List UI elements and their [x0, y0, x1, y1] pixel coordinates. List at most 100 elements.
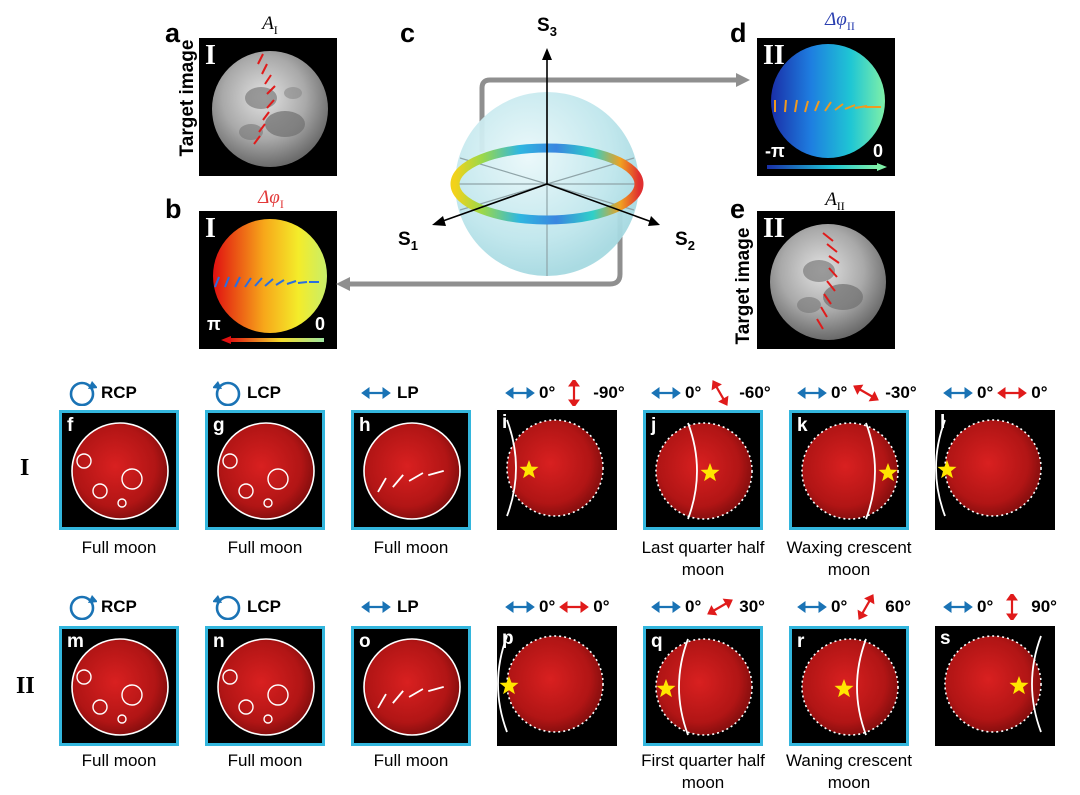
- rcp-ring-icon: [69, 381, 97, 406]
- axis-s2-label: S2: [675, 229, 695, 253]
- tile-i-header: 0° -90°: [505, 380, 625, 406]
- panel-d-arrows: [774, 99, 881, 113]
- reference-lp-arrow-icon: [651, 601, 681, 613]
- tile-g-header-label: LCP: [247, 383, 281, 402]
- panel-letter-a: a: [165, 18, 181, 48]
- panel-b-title: ΔφI: [258, 187, 284, 211]
- tile-i-letter: i: [502, 412, 508, 433]
- star-icon: [499, 676, 519, 695]
- axis-s1-label: S1: [398, 229, 418, 253]
- tile-o-letter: o: [359, 631, 371, 652]
- reference-lp-arrow-icon: [651, 387, 681, 399]
- tile-p-letter: p: [502, 628, 514, 649]
- polarization-arrow-icon: [711, 380, 729, 406]
- panel-b-numeral: I: [205, 213, 216, 244]
- tile-o-caption: Full moon: [373, 751, 449, 770]
- panel-e-side-label: Target image: [733, 227, 754, 345]
- tile-q-letter: q: [651, 631, 663, 652]
- axis-s3-label: S3: [537, 15, 557, 39]
- tile-g-caption: Full moon: [227, 538, 303, 557]
- tile-k-header: 0°-30°: [797, 380, 917, 406]
- polarization-arrow-icon: [707, 598, 734, 616]
- polarization-arrow-icon: [857, 594, 875, 620]
- star-icon: [1009, 676, 1029, 695]
- tile-l-letter: l: [940, 412, 946, 433]
- panel-d-left-value: -π: [765, 141, 785, 161]
- panel-a-numeral: I: [205, 40, 216, 71]
- tile-m: m: [59, 626, 179, 746]
- polarization-arrow-icon: [1006, 594, 1019, 620]
- tile-m-header-label: RCP: [101, 597, 137, 616]
- row-label-2: II: [16, 673, 35, 699]
- polarization-arrow-icon: [853, 384, 880, 402]
- panel-letter-c: c: [400, 18, 416, 48]
- panel-d-numeral: II: [763, 40, 785, 71]
- panel-letter-b: b: [165, 194, 182, 224]
- panel-b-arrows: [214, 276, 319, 288]
- star-icon: [700, 463, 720, 482]
- panel-b-right-value: 0: [315, 314, 326, 334]
- polarization-arrow-icon: [568, 380, 581, 406]
- tile-j-header: 0°-60°: [651, 380, 771, 406]
- tile-i-angle-b: -90°: [593, 383, 625, 402]
- tile-j: j: [643, 410, 763, 530]
- tile-p: p: [497, 626, 617, 746]
- tile-n: n: [205, 626, 325, 746]
- tile-i-angle-a: 0°: [539, 383, 556, 402]
- tile-l: l: [935, 410, 1055, 530]
- tile-g: g: [205, 410, 325, 530]
- reference-lp-arrow-icon: [505, 601, 535, 613]
- tile-s: s: [935, 626, 1055, 746]
- tile-o-header: LP: [359, 594, 419, 620]
- panel-e-numeral: II: [763, 213, 785, 244]
- tile-r-header: 0°60°: [797, 594, 911, 620]
- rcp-ring-icon: [69, 595, 97, 620]
- tile-h: h: [351, 410, 471, 530]
- tile-q-caption: First quarter half moon: [641, 751, 765, 792]
- panel-b-left-value: π: [207, 314, 221, 334]
- polarization-arrow-icon: [997, 387, 1028, 399]
- tile-h-letter: h: [359, 415, 371, 436]
- lcp-ring-icon: [213, 595, 241, 620]
- panel-a-title: AI: [262, 13, 278, 37]
- tile-f: f: [59, 410, 179, 530]
- panel-d-image: II -π 0: [757, 38, 895, 176]
- tile-q: q: [643, 626, 763, 746]
- tile-s-angle-a: 0°: [977, 597, 994, 616]
- tile-s-header: 0°90°: [943, 594, 1057, 620]
- panel-letter-d: d: [730, 18, 747, 48]
- reference-lp-arrow-icon: [505, 387, 535, 399]
- star-icon: [878, 463, 898, 482]
- tile-k-caption: Waxing crescent moon: [786, 538, 912, 579]
- tile-l-angle-a: 0°: [977, 383, 994, 402]
- tile-h-header-label: LP: [397, 383, 419, 402]
- tile-i: i: [497, 410, 617, 530]
- tile-h-header: LP: [359, 380, 419, 406]
- panel-a-side-label: Target image: [177, 39, 198, 157]
- star-icon: [834, 679, 854, 698]
- tile-r: r: [789, 626, 909, 746]
- tile-f-header: RCP: [67, 380, 137, 406]
- tile-r-caption: Waning crescent moon: [786, 751, 912, 792]
- lp-arrow-icon: [361, 601, 391, 613]
- tile-g-header: LCP: [213, 380, 281, 406]
- tile-h-caption: Full moon: [373, 538, 449, 557]
- panel-a-image: I: [199, 38, 337, 176]
- tile-g-letter: g: [213, 415, 225, 436]
- tile-f-letter: f: [67, 415, 74, 436]
- tile-m-caption: Full moon: [81, 751, 157, 770]
- tile-r-letter: r: [797, 631, 805, 652]
- tile-q-header: 0°30°: [651, 594, 765, 620]
- star-icon: [656, 679, 676, 698]
- tile-o-header-label: LP: [397, 597, 419, 616]
- lp-arrow-icon: [361, 387, 391, 399]
- panel-letter-e: e: [730, 194, 746, 224]
- poincare-sphere: [336, 48, 750, 291]
- tile-m-header: RCP: [67, 594, 137, 620]
- tile-n-caption: Full moon: [227, 751, 303, 770]
- tile-j-angle-b: -60°: [739, 383, 771, 402]
- panel-d-title: ΔφII: [825, 9, 855, 33]
- tile-p-header: 0°0°: [505, 594, 610, 620]
- tile-f-header-label: RCP: [101, 383, 137, 402]
- tile-n-header-label: LCP: [247, 597, 281, 616]
